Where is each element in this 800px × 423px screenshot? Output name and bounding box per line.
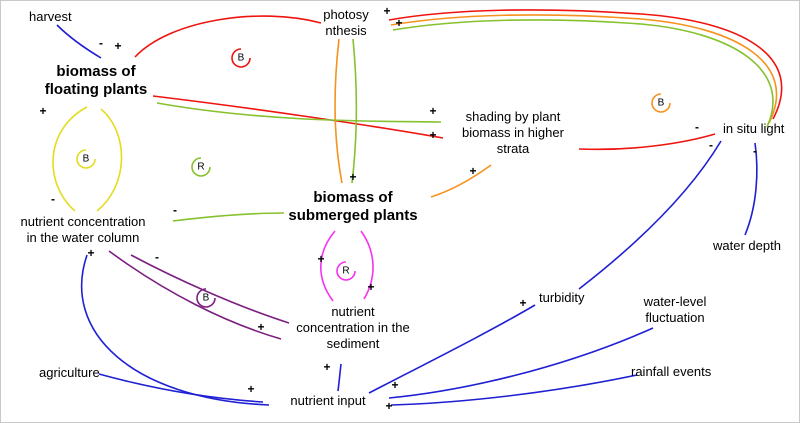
- node-nutrient-input: nutrient input: [290, 393, 366, 408]
- polarity-sign-agriculture-to-input: +: [247, 382, 255, 396]
- loop-arc-magenta-r: [336, 261, 356, 281]
- polarity-sign-floating-to-shading-green: +: [429, 104, 437, 118]
- arrow-harvest-to-floating: [56, 24, 102, 59]
- node-nutrient-sediment: nutrient concentration in the sediment: [296, 304, 410, 351]
- arrow-light-to-photosynthesis-green: [392, 19, 774, 128]
- loop-label-purple-b: B: [202, 292, 210, 304]
- arrow-light-to-photosynthesis-red: [388, 9, 783, 120]
- arrow-submerged-to-water-column: [172, 212, 285, 222]
- arrow-floating-to-shading-green: [156, 102, 442, 123]
- arrow-depth-to-light: [744, 142, 758, 236]
- arrow-photosynthesis-to-submerged-green: [351, 38, 358, 184]
- arrow-rainfall-to-input: [390, 374, 638, 406]
- arrow-floating-to-water-column: [52, 106, 88, 212]
- node-in-situ-light: in situ light: [723, 121, 785, 136]
- loop-arc-green-r: [191, 157, 211, 177]
- loop-arc-yellow-b: [76, 149, 96, 169]
- arrow-submerged-to-shading: [430, 164, 492, 198]
- polarity-sign-fluctuation-to-input: +: [391, 378, 399, 392]
- arrow-photosynthesis-to-floating: [134, 15, 322, 58]
- polarity-sign-turbidity-to-light: -: [709, 138, 713, 152]
- loop-label-red-b: B: [237, 52, 245, 64]
- arrow-fluctuation-to-input: [388, 327, 654, 399]
- polarity-sign-input-to-turbidity: +: [519, 296, 527, 310]
- polarity-sign-harvest-to-floating: -: [99, 36, 103, 50]
- node-nutrient-water-column: nutrient concentration in the water colu…: [20, 214, 146, 245]
- node-biomass-submerged-plants: biomass of submerged plants: [288, 189, 418, 224]
- arrow-shading-to-light: [578, 133, 716, 151]
- node-water-level-fluctuation: water-level fluctuation: [643, 294, 707, 325]
- loop-arc-red-b: [231, 48, 251, 68]
- node-rainfall-events: rainfall events: [631, 364, 712, 379]
- polarity-sign-light-to-photosynthesis-a: +: [383, 4, 391, 18]
- polarity-sign-submerged-to-shading: +: [469, 164, 477, 178]
- arrow-sediment-to-water-column: [130, 254, 290, 324]
- polarity-sign-photosynthesis-to-submerged: +: [349, 170, 357, 184]
- polarity-sign-submerged-to-column: -: [173, 203, 177, 217]
- polarity-sign-column-to-floating: +: [39, 104, 47, 118]
- arrow-photosynthesis-to-submerged-orange: [334, 38, 343, 184]
- arrow-submerged-to-sediment: [360, 230, 374, 300]
- arrow-light-to-photosynthesis-orange: [390, 14, 778, 124]
- polarity-sign-sediment-to-submerged: +: [317, 252, 325, 266]
- arrow-agriculture-to-input: [98, 373, 264, 403]
- arrow-sediment-to-submerged: [320, 230, 336, 302]
- polarity-sign-floating-to-shading-red: +: [429, 128, 437, 142]
- arrow-water-column-to-floating: [96, 108, 123, 212]
- polarity-sign-rainfall-to-input: +: [385, 399, 393, 413]
- arrow-turbidity-to-light: [578, 140, 722, 290]
- polarity-sign-light-to-photosynthesis-b: +: [395, 16, 403, 30]
- node-turbidity: turbidity: [539, 290, 585, 305]
- node-biomass-floating-plants: biomass of floating plants: [44, 63, 148, 98]
- loop-arc-orange-b: [651, 93, 671, 113]
- polarity-sign-shading-to-light: -: [695, 120, 699, 134]
- arrow-input-to-water-column: [81, 254, 270, 406]
- polarity-sign-input-to-sediment: +: [323, 360, 331, 374]
- polarity-sign-input-to-column: +: [87, 246, 95, 260]
- node-shading-higher-strata: shading by plant biomass in higher strat…: [462, 109, 564, 156]
- loop-label-magenta-r: R: [342, 265, 350, 277]
- loop-arc-purple-b: [196, 288, 216, 308]
- polarity-sign-depth-to-light: -: [753, 144, 757, 158]
- node-photosynthesis: photosy nthesis: [323, 7, 369, 38]
- polarity-sign-photosynthesis-to-floating: +: [114, 39, 122, 53]
- node-water-depth: water depth: [713, 238, 781, 253]
- loop-label-green-r: R: [197, 161, 205, 173]
- polarity-sign-column-to-sediment: +: [257, 320, 265, 334]
- arrow-water-column-to-sediment: [108, 250, 282, 340]
- polarity-sign-submerged-to-sediment: +: [367, 280, 375, 294]
- polarity-sign-sediment-to-column: -: [155, 250, 159, 264]
- loop-label-orange-b: B: [657, 97, 665, 109]
- arrow-floating-to-shading: [152, 95, 444, 139]
- arrow-input-to-sediment: [337, 363, 342, 392]
- arrow-input-to-turbidity: [368, 304, 536, 394]
- node-harvest: harvest: [29, 9, 72, 24]
- node-agriculture: agriculture: [39, 365, 100, 380]
- loop-label-yellow-b: B: [82, 153, 90, 165]
- polarity-sign-floating-to-column: -: [51, 192, 55, 206]
